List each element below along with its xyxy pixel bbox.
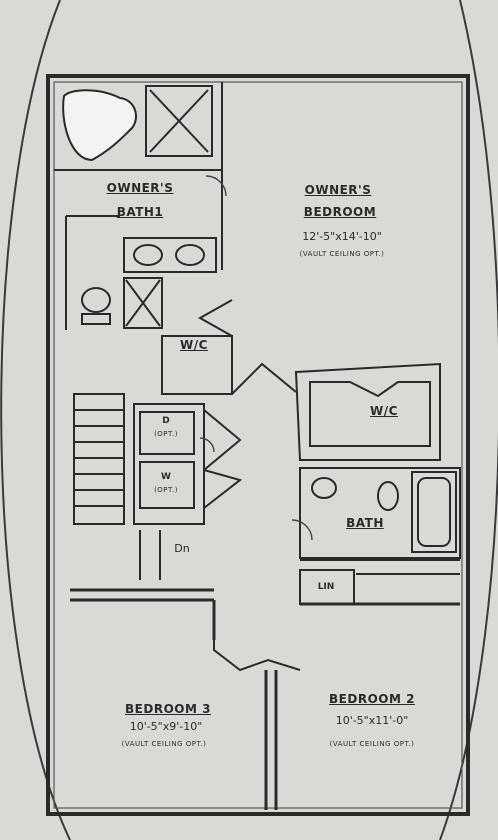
bedroom2-dims: 10'-5"x11'-0" [335,714,409,727]
door-swings [199,175,313,541]
owners-bedroom-dims: 12'-5"x14'-10" [302,230,382,243]
bedroom3-title: BEDROOM 3 [125,702,211,716]
owners-bedroom-note: (VAULT CEILING OPT.) [299,250,385,258]
owners-bath-walls [54,82,223,270]
wic-right-label: W/C [370,404,398,418]
bedroom2-title: BEDROOM 2 [329,692,415,706]
exterior-walls [46,74,470,816]
hall-walls [213,362,301,672]
bedroom3-note: (VAULT CEILING OPT.) [121,740,207,748]
wic-upper-label: W/C [180,338,208,352]
bedroom3-dims: 10'-5"x9'-10" [129,720,203,733]
wic-right-walls [294,362,441,461]
owners-bedroom-label-2: BEDROOM [303,205,377,219]
bath-label: BATH [346,516,384,530]
washer-label: W [161,472,171,482]
stair [73,393,161,580]
washer-opt: (OPT.) [154,486,178,494]
bedroom2-note: (VAULT CEILING OPT.) [329,740,415,748]
stair-down-label: Dn [174,542,190,555]
bedroom-walls [70,588,460,810]
dryer-label: D [162,416,170,426]
owners-bath-label-1: OWNER'S [106,181,174,195]
lin-label: LIN [317,582,335,592]
laundry-closet [133,403,243,525]
dryer-opt: (OPT.) [154,430,178,438]
paper-curve-left [0,0,71,840]
owners-bath-label-2: BATH1 [116,205,164,219]
owners-bedroom-label-1: OWNER'S [304,183,372,197]
vanity [65,215,217,330]
